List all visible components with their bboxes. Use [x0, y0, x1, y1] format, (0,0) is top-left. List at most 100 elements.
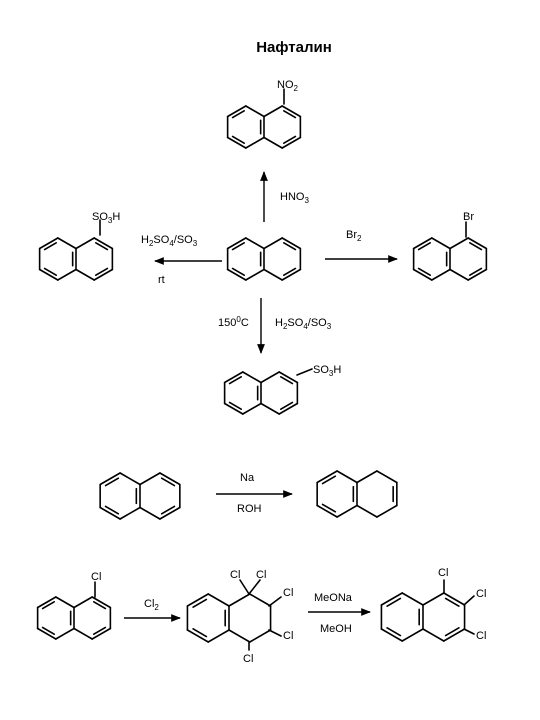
- naphthalene-birch-start: [99, 472, 181, 520]
- ring-bond: [380, 628, 404, 642]
- ring-bond: [139, 506, 161, 520]
- ring-bond: [263, 136, 283, 149]
- ring-bond: [226, 136, 247, 149]
- ring-bond: [316, 470, 338, 484]
- double-bond: [321, 503, 337, 513]
- ring-bond: [99, 472, 121, 486]
- reagent-hno3: HNO3: [280, 191, 309, 205]
- trichloronaphthalene: [380, 592, 466, 642]
- double-bond: [231, 135, 246, 145]
- ring-bond: [38, 268, 59, 281]
- ring-bond: [422, 628, 445, 642]
- ring-bond: [316, 504, 338, 518]
- double-bond: [160, 505, 176, 515]
- double-bond: [104, 505, 120, 515]
- ring-bond: [186, 593, 210, 607]
- reagent-sulfuric-down: H2SO4/SO3: [275, 317, 332, 331]
- ring-bond: [245, 268, 265, 281]
- label-cl-p2: Cl: [476, 588, 486, 600]
- double-bond: [386, 627, 402, 637]
- label-no2: NO2: [277, 79, 299, 93]
- reagent-cl2: Cl2: [144, 598, 159, 612]
- ring-bond: [376, 470, 398, 484]
- label-cl-start: Cl: [91, 571, 101, 583]
- ring-bond: [38, 237, 59, 250]
- double-bond: [160, 477, 176, 487]
- double-bond: [468, 267, 483, 277]
- double-bond: [228, 401, 243, 411]
- naphthalene-2-sulfonic-acid: [223, 371, 299, 415]
- ring-bond: [119, 506, 141, 520]
- ring-bond: [91, 627, 112, 640]
- ring-bond: [380, 592, 404, 606]
- ring-bond: [260, 371, 280, 384]
- ring-bond: [159, 506, 181, 520]
- reagent-sulfuric-left: H2SO4/SO3: [141, 234, 198, 248]
- ring-bond: [55, 627, 75, 640]
- double-bond: [192, 598, 208, 608]
- ring-bond: [431, 268, 451, 281]
- ring-bond: [73, 596, 93, 609]
- ring-bond: [260, 402, 280, 415]
- reagent-roh: ROH: [237, 503, 262, 515]
- double-bond: [231, 241, 246, 251]
- page-title: Нафталин: [256, 39, 332, 56]
- ring-bond: [356, 504, 378, 518]
- double-bond: [41, 600, 56, 610]
- double-bond: [43, 267, 58, 277]
- ring-bond: [412, 268, 433, 281]
- ring-bond: [242, 402, 262, 415]
- double-bond: [417, 267, 432, 277]
- double-bond: [92, 600, 107, 610]
- naphthalene-center: [226, 237, 302, 281]
- ring-bond: [223, 371, 244, 384]
- pentachlorotetralin: [186, 593, 272, 643]
- double-bond: [444, 597, 460, 607]
- ring-bond: [93, 237, 114, 250]
- ring-bond: [228, 593, 251, 607]
- double-bond: [282, 109, 297, 119]
- double-bond: [231, 109, 246, 119]
- ring-bond: [281, 237, 302, 250]
- ring-bond: [207, 629, 230, 643]
- ring-bond: [57, 237, 77, 250]
- double-bond: [386, 597, 402, 607]
- double-bond: [192, 628, 208, 638]
- ring-bond: [226, 268, 247, 281]
- label-cl-3: Cl: [283, 630, 293, 642]
- reagent-na: Na: [240, 472, 255, 484]
- ring-bond: [159, 472, 181, 486]
- double-bond: [92, 626, 107, 636]
- ring-bond: [442, 628, 466, 642]
- reagent-meona: MeONa: [314, 592, 353, 604]
- reagent-br2: Br2: [346, 229, 362, 243]
- label-cl-1b: Cl: [256, 569, 266, 581]
- label-so3h-alpha: SO3H: [92, 211, 120, 225]
- double-bond: [94, 267, 109, 277]
- ring-bond: [248, 629, 272, 643]
- ring-bond: [401, 592, 424, 606]
- double-bond: [41, 626, 56, 636]
- ring-bond: [422, 592, 445, 606]
- label-cl-p3: Cl: [476, 630, 486, 642]
- ring-bond: [36, 596, 57, 609]
- double-bond: [282, 135, 297, 145]
- ring-bond: [412, 237, 433, 250]
- ring-bond: [281, 105, 302, 118]
- ring-bond: [263, 105, 283, 118]
- ring-bond: [91, 596, 112, 609]
- ring-bond: [281, 136, 302, 149]
- ring-bond: [442, 592, 466, 606]
- ring-bond: [245, 237, 265, 250]
- reagent-rt: rt: [158, 274, 165, 286]
- double-bond: [444, 627, 460, 637]
- ring-bond: [263, 268, 283, 281]
- double-bond: [279, 401, 294, 411]
- ring-bond: [226, 237, 247, 250]
- reagent-temperature: 1500C: [218, 315, 249, 329]
- ring-bond: [449, 237, 469, 250]
- label-cl-p1: Cl: [438, 567, 448, 579]
- ring-bond: [186, 629, 210, 643]
